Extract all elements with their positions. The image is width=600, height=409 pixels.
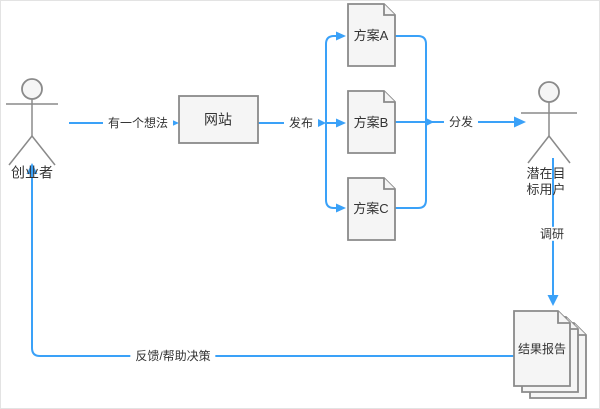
edge-branch-left xyxy=(325,31,346,213)
target-user-label: 潜在目标用户 xyxy=(526,166,566,197)
edge-research-label: 调研 xyxy=(534,226,570,242)
edge-feedback-label: 反馈/帮助决策 xyxy=(130,348,216,364)
website-label: 网站 xyxy=(204,111,232,128)
plan-b-document[interactable] xyxy=(347,90,396,154)
entrepreneur-label: 创业者 xyxy=(11,164,53,181)
plan-b-label: 方案B xyxy=(353,115,389,131)
target-user-actor[interactable] xyxy=(521,81,577,164)
report-label: 结果报告 xyxy=(517,341,567,356)
report-stack[interactable] xyxy=(513,310,587,399)
plan-a-document[interactable] xyxy=(347,3,396,67)
edge-merge-right xyxy=(395,35,427,209)
edge-feedback xyxy=(26,163,514,357)
edge-idea-label: 有一个想法 xyxy=(102,115,174,131)
entrepreneur-actor[interactable] xyxy=(6,78,58,166)
edge-distribute-label: 分发 xyxy=(443,114,479,130)
plan-c-label: 方案C xyxy=(353,201,389,217)
plan-c-document[interactable] xyxy=(347,177,396,241)
website-box[interactable] xyxy=(178,95,259,144)
plan-a-label: 方案A xyxy=(353,28,389,44)
edge-publish-label: 发布 xyxy=(283,115,319,131)
